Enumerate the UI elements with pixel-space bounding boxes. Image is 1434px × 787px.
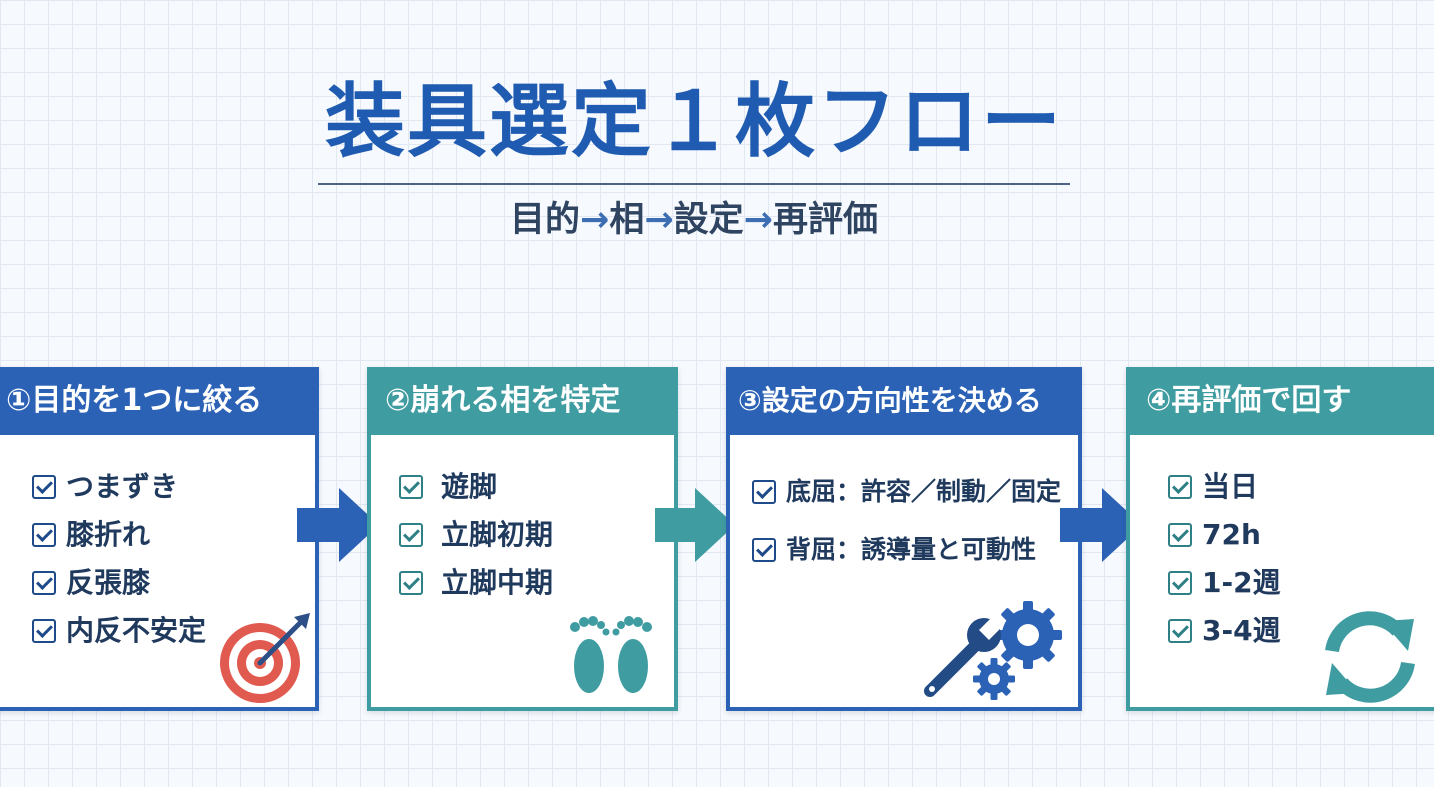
checkbox-checked-icon [399,523,423,547]
checklist-item: 背屈：誘導量と可動性 [752,521,1061,579]
checkbox-checked-icon [1168,523,1192,547]
step-card-heading: ③設定の方向性を決める [726,367,1082,435]
checklist-item: 遊脚 [399,463,553,511]
checklist-item: 内反不安定 [32,607,206,655]
checkbox-checked-icon [32,571,56,595]
step-card-purpose: ①目的を1つに絞る つまずき 膝折れ 反張膝 内反不安定 [0,367,319,711]
subtitle-part-setting: 設定 [673,200,744,240]
checklist-item: つまずき [32,463,206,511]
flow-arrow-icon [297,488,379,562]
refresh-cycle-icon [1325,611,1415,703]
page-title: 装具選定１枚フロー [325,75,1063,168]
checklist-item: 72h [1168,511,1281,559]
checkbox-checked-icon [1168,619,1192,643]
subtitle-part-purpose: 目的 [509,200,580,240]
wrench-gears-icon [924,601,1062,700]
flow-arrow-icon [655,488,735,562]
target-icon [220,613,310,703]
checkbox-checked-icon [399,571,423,595]
checkbox-checked-icon [399,475,423,499]
subtitle-arrow-icon: → [743,200,773,240]
step-card-heading: ②崩れる相を特定 [367,367,678,435]
checklist-item: 底屈：許容／制動／固定 [752,463,1061,521]
checkbox-checked-icon [32,475,56,499]
checklist: 底屈：許容／制動／固定 背屈：誘導量と可動性 [752,463,1061,579]
step-card-setting: ③設定の方向性を決める 底屈：許容／制動／固定 背屈：誘導量と可動性 [726,367,1082,711]
checklist-item: 当日 [1168,463,1281,511]
subtitle-arrow-icon: → [644,200,674,240]
footprints-icon [570,616,652,693]
checklist: 当日 72h 1-2週 3-4週 [1168,463,1281,655]
checkbox-checked-icon [1168,475,1192,499]
checkbox-checked-icon [32,619,56,643]
page-subtitle: 目的→相→設定→再評価 [318,196,1070,244]
checklist: つまずき 膝折れ 反張膝 内反不安定 [32,463,206,655]
subtitle-part-phase: 相 [609,200,645,240]
checklist-item: 膝折れ [32,511,206,559]
subtitle-part-reassess: 再評価 [773,200,879,240]
step-card-heading: ④再評価で回す [1126,367,1434,435]
step-card-heading: ①目的を1つに絞る [0,367,319,435]
checkbox-checked-icon [752,480,776,504]
checklist-item: 反張膝 [32,559,206,607]
checklist-item: 立脚中期 [399,559,553,607]
checklist: 遊脚 立脚初期 立脚中期 [399,463,553,607]
flow-arrow-icon [1060,488,1142,562]
checkbox-checked-icon [32,523,56,547]
subtitle-arrow-icon: → [579,200,610,240]
checklist-item: 立脚初期 [399,511,553,559]
step-card-reassess: ④再評価で回す 当日 72h 1-2週 3-4週 [1126,367,1434,711]
step-card-phase: ②崩れる相を特定 遊脚 立脚初期 立脚中期 [367,367,678,711]
checklist-item: 3-4週 [1168,607,1281,655]
checkbox-checked-icon [752,538,776,562]
checkbox-checked-icon [1168,571,1192,595]
title-divider [318,183,1070,185]
checklist-item: 1-2週 [1168,559,1281,607]
